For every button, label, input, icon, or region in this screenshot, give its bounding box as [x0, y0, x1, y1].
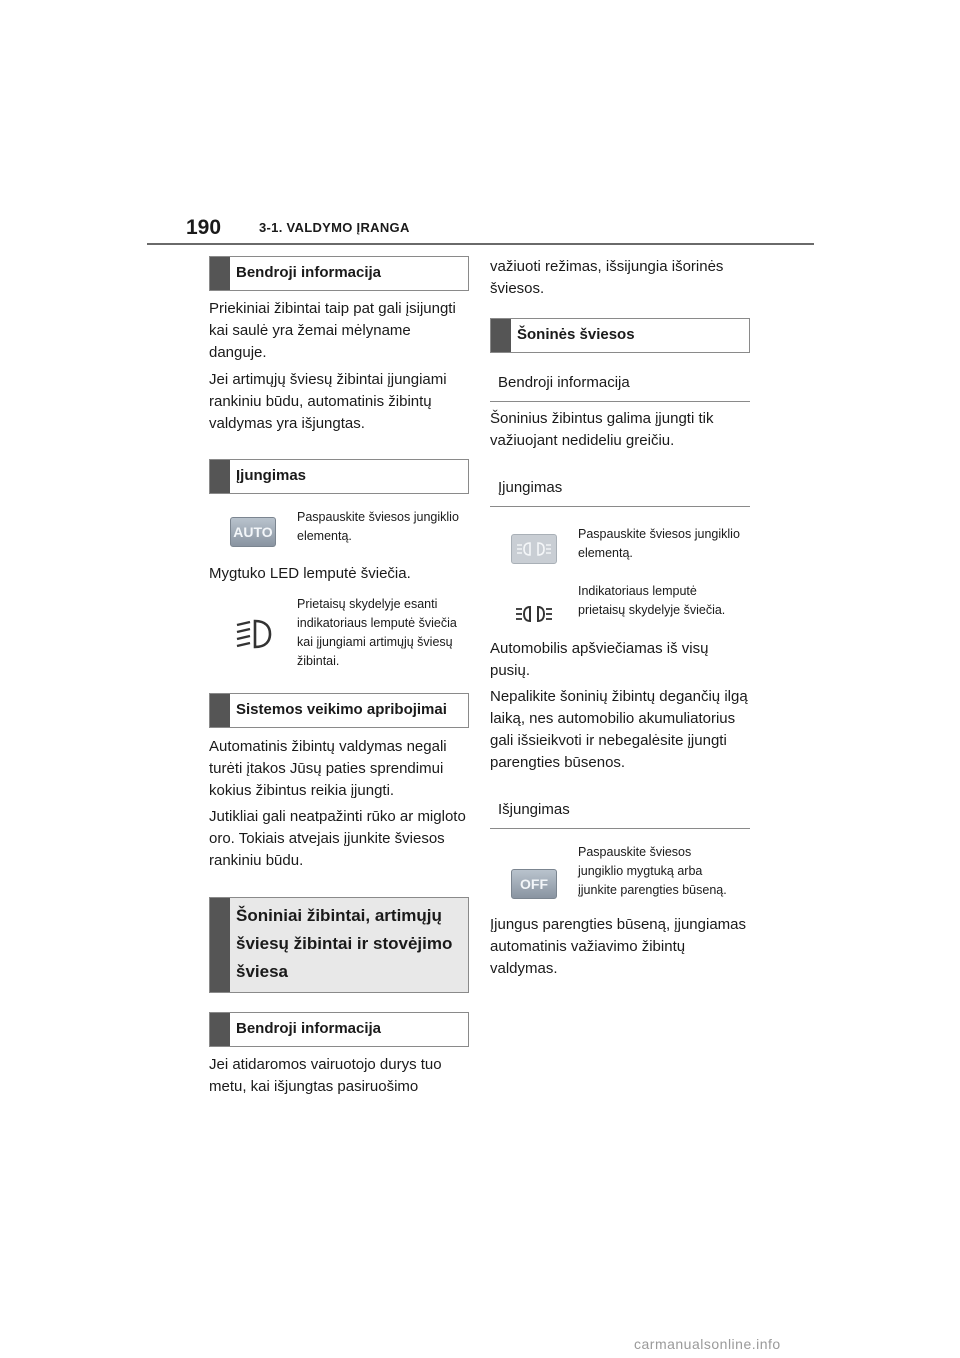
- paragraph: Automatinis žibintų valdymas negali turė…: [209, 738, 447, 799]
- header-rule: [147, 243, 814, 245]
- paragraph: Jutikliai gali neatpažinti rūko ar miglo…: [209, 808, 466, 869]
- instruction-caption: Paspauskite šviesos jungiklio mygtuką ar…: [578, 845, 727, 897]
- watermark: carmanualsonline.info: [634, 1336, 781, 1352]
- subheading-switch-on: Įjungimas: [490, 472, 750, 507]
- auto-button-icon: AUTO: [230, 517, 276, 547]
- instruction-caption: Paspauskite šviesos jungiklio elementą.: [578, 527, 740, 560]
- paragraph: Jei atidaromos vairuotojo durys tuo metu…: [209, 1056, 442, 1095]
- instruction-caption: Paspauskite šviesos jungiklio elementą.: [297, 510, 459, 543]
- page-number: 190: [186, 216, 222, 239]
- instruction-row: Indikatoriaus lemputė prietaisų skydelyj…: [490, 582, 750, 624]
- subheading-general: Bendroji informacija: [490, 367, 750, 402]
- paragraph: Nepalikite šoninių žibintų degančių ilgą…: [490, 688, 748, 771]
- low-beam-indicator-icon: [236, 619, 272, 649]
- section-heading-limitations: Sistemos veikimo apribojimai: [209, 693, 469, 728]
- section-heading-side-lights: Šoninės šviesos: [490, 318, 750, 353]
- off-button-icon: OFF: [511, 869, 557, 899]
- side-lights-icon: [517, 542, 551, 556]
- paragraph: Šoninius žibintus galima įjungti tik važ…: [490, 410, 714, 449]
- right-column: važiuoti režimas, išsijungia išorinės šv…: [490, 256, 750, 980]
- paragraph: Automobilis apšviečiamas iš visų pusių.: [490, 640, 709, 679]
- section-heading-side-lights: Šoniniai žibintai, artimųjų šviesų žibin…: [209, 897, 469, 993]
- paragraph: Priekiniai žibintai taip pat gali įsijun…: [209, 300, 456, 361]
- instruction-row: AUTO Paspauskite šviesos jungiklio eleme…: [209, 508, 469, 547]
- paragraph: Įjungus parengties būseną, įjungiamas au…: [490, 916, 747, 977]
- instruction-row: Prietaisų skydelyje esanti indikatoriaus…: [209, 595, 469, 671]
- section-heading-switch-on: Įjungimas: [209, 459, 469, 494]
- section-heading-general: Bendroji informacija: [209, 1012, 469, 1047]
- section-heading-general: Bendroji informacija: [209, 256, 469, 291]
- instruction-caption: Prietaisų skydelyje esanti indikatoriaus…: [297, 597, 457, 668]
- paragraph: Jei artimųjų šviesų žibintai įjungiami r…: [209, 371, 447, 432]
- side-lights-indicator-icon: [516, 605, 552, 623]
- left-column: Bendroji informacija Priekiniai žibintai…: [209, 256, 469, 1098]
- side-lights-button-icon: [511, 534, 557, 564]
- instruction-row: Paspauskite šviesos jungiklio elementą.: [490, 525, 750, 564]
- chapter-title: 3-1. VALDYMO ĮRANGA: [259, 220, 410, 235]
- paragraph: važiuoti režimas, išsijungia išorinės šv…: [490, 258, 724, 297]
- subheading-switch-off: Išjungimas: [490, 794, 750, 829]
- instruction-row: OFF Paspauskite šviesos jungiklio mygtuk…: [490, 843, 750, 900]
- paragraph: Mygtuko LED lemputė šviečia.: [209, 565, 411, 582]
- instruction-caption: Indikatoriaus lemputė prietaisų skydelyj…: [578, 584, 726, 617]
